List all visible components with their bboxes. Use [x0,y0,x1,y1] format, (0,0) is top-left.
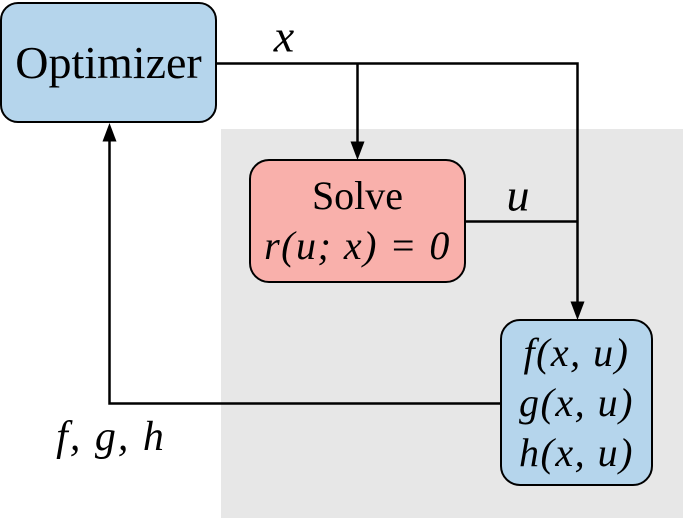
optimizer-box: Optimizer [0,2,217,123]
solver-equation: r(u; x) = 0 [264,223,451,268]
arrowhead-into-optimizer [102,123,117,142]
solver-title: Solve [311,173,404,218]
fgh-edge-label: f, g, h [56,414,166,460]
function-g-label: g(x, u) [519,379,634,425]
u-edge-label: u [506,169,530,221]
solver-box: Solve r(u; x) = 0 [249,159,466,283]
x-edge-label: x [273,10,295,62]
function-h-label: h(x, u) [519,429,634,475]
optimizer-label: Optimizer [15,37,202,88]
function-f-label: f(x, u) [523,329,630,375]
functions-box: f(x, u) g(x, u) h(x, u) [500,319,653,486]
